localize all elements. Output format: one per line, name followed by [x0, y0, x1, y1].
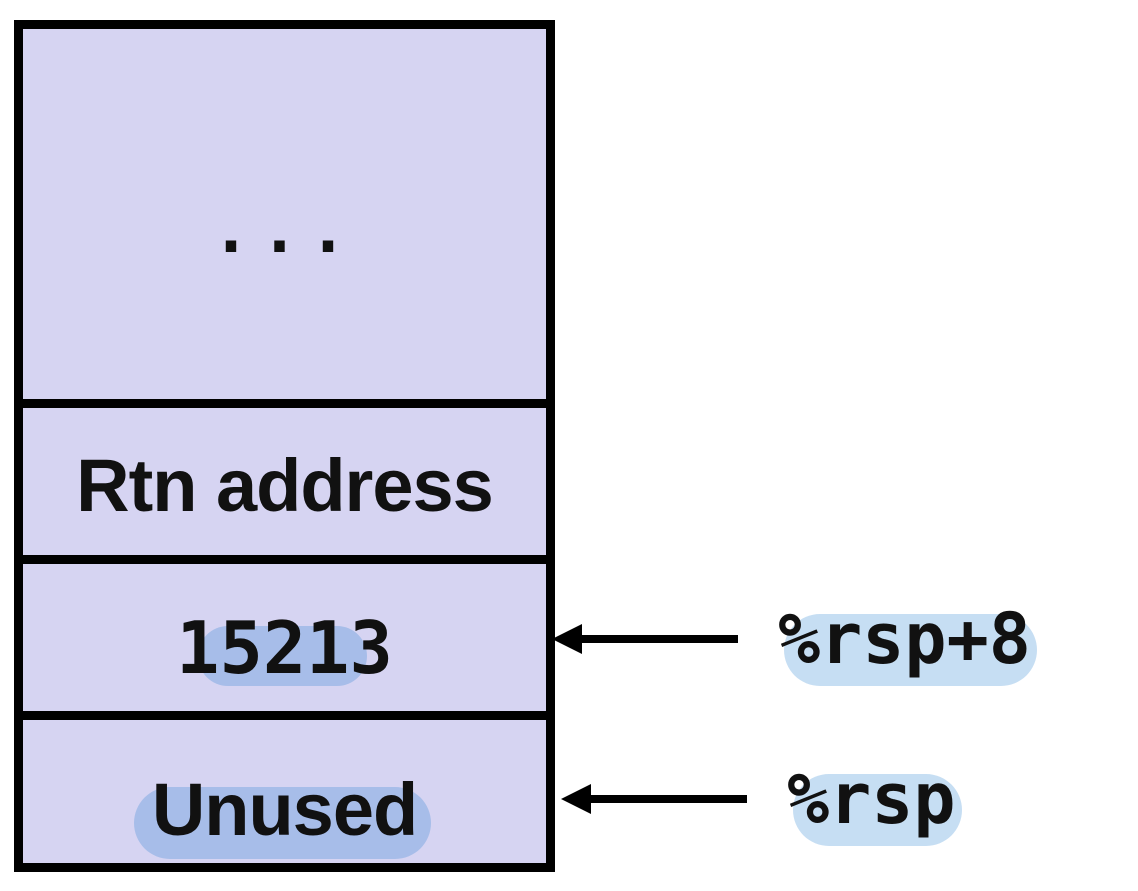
stack-cell-value-text: 15213: [176, 606, 393, 690]
pointer-rsp: %rsp: [561, 758, 962, 846]
register-label-rsp-plus-8: %rsp+8: [778, 598, 1037, 686]
left-arrow-icon: [561, 783, 747, 815]
stack-cell-ellipsis: ...: [211, 194, 358, 268]
pointer-rsp-plus-8: %rsp+8: [552, 598, 1037, 686]
stack-frame: ... Rtn address 15213 Unused: [14, 20, 555, 872]
cell-divider: [23, 399, 546, 408]
left-arrow-icon: [552, 623, 738, 655]
stack-cell-unused: Unused: [23, 768, 546, 859]
stack-cell-value: 15213: [23, 606, 546, 690]
stack-cell-return-address: Rtn address: [76, 444, 494, 527]
cell-divider: [23, 711, 546, 720]
stack-cell-unused-text: Unused: [133, 768, 432, 859]
register-label-rsp: %rsp: [787, 758, 962, 846]
cell-divider: [23, 555, 546, 564]
